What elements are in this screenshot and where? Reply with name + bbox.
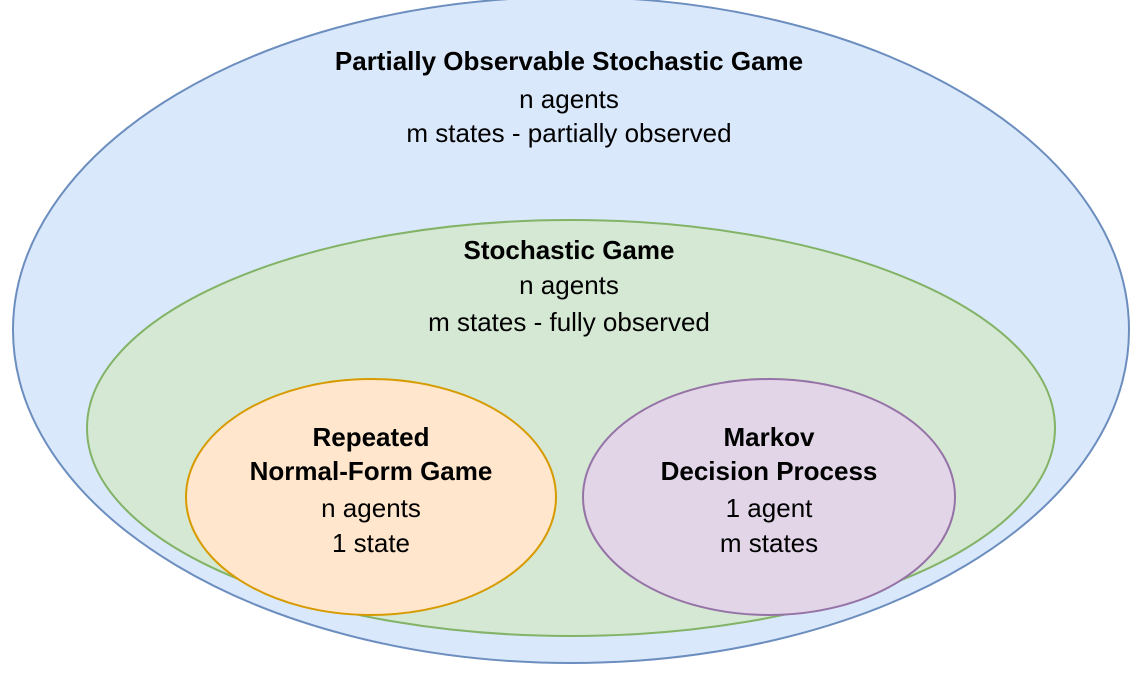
repeated-normal-form-game-ellipse	[185, 378, 557, 616]
repeated-normal-form-game-group: Repeated Normal-Form Game n agents 1 sta…	[185, 378, 557, 616]
rnfg-title-line2: Normal-Form Game	[250, 456, 493, 486]
rnfg-title-line1: Repeated	[312, 422, 429, 452]
rnfg-agents: n agents	[321, 493, 421, 523]
mdp-agents: 1 agent	[726, 493, 814, 523]
markov-decision-process-group: Markov Decision Process 1 agent m states	[582, 378, 956, 616]
mdp-title-line2: Decision Process	[661, 456, 878, 486]
stochastic-game-agents: n agents	[519, 270, 619, 300]
stochastic-game-states: m states - fully observed	[428, 307, 710, 337]
rnfg-states: 1 state	[332, 528, 410, 558]
pos-game-agents: n agents	[519, 84, 619, 114]
pos-game-states: m states - partially observed	[406, 118, 731, 148]
stochastic-game-title: Stochastic Game	[464, 235, 675, 265]
mdp-states: m states	[720, 528, 818, 558]
pos-game-title: Partially Observable Stochastic Game	[335, 46, 803, 76]
mdp-title-line1: Markov	[723, 422, 815, 452]
markov-decision-process-ellipse	[582, 378, 956, 616]
